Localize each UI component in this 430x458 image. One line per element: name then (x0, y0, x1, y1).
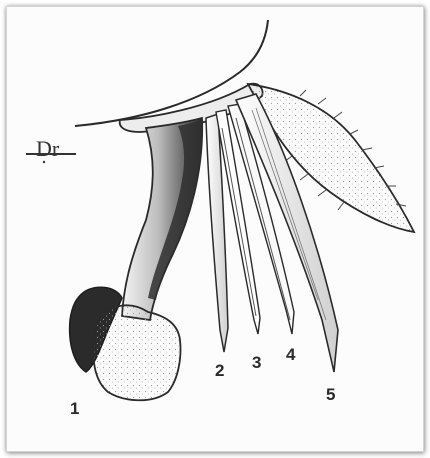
label-part-3: 3 (252, 353, 261, 372)
author-mark: Dr (26, 136, 76, 163)
label-part-2: 2 (215, 361, 224, 380)
label-part-5: 5 (326, 385, 335, 404)
author-mark-text: Dr (36, 136, 60, 161)
label-part-4: 4 (286, 345, 296, 364)
label-part-1: 1 (70, 399, 79, 418)
anther-body (94, 305, 181, 400)
